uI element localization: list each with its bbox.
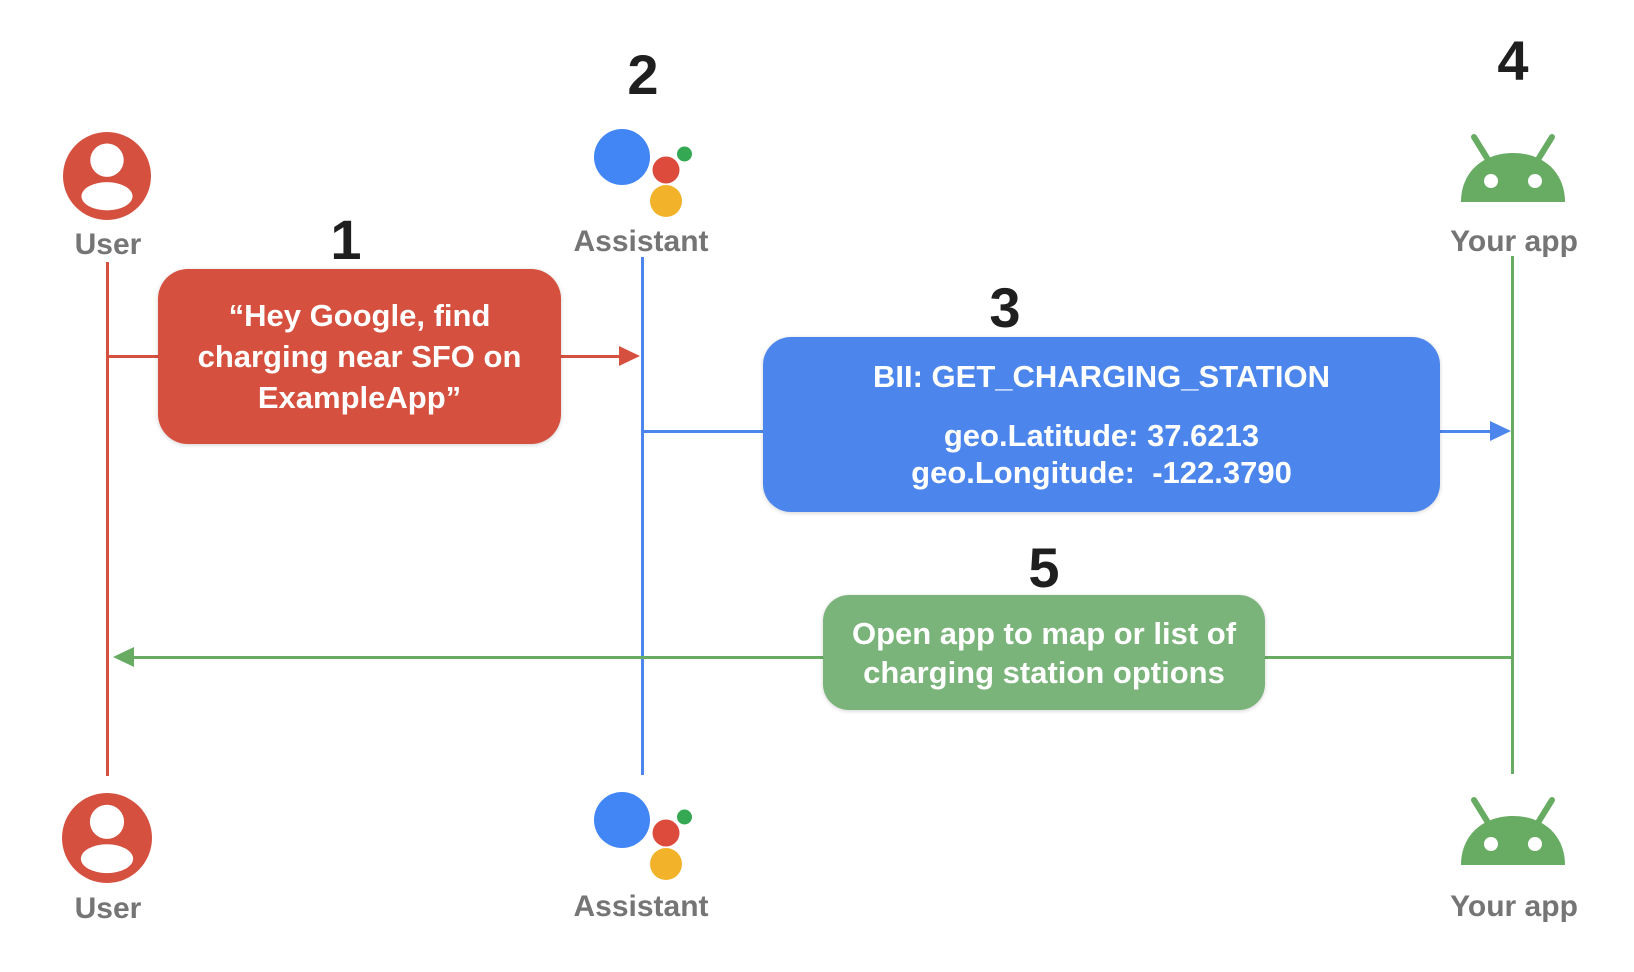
android-robot-icon	[1461, 797, 1565, 865]
assistant-to-bubble-line	[643, 430, 767, 433]
step-2-number: 2	[627, 43, 659, 106]
google-assistant-icon	[594, 129, 692, 217]
step-4-number: 4	[1497, 29, 1529, 92]
user-avatar-icon	[62, 793, 152, 883]
step-3-bii-bubble: BII: GET_CHARGING_STATION geo.Latitude: …	[763, 337, 1440, 512]
android-robot-icon	[1461, 134, 1565, 202]
app-label-top: Your app	[1450, 225, 1578, 258]
assistant-to-app-arrowhead-icon	[1490, 421, 1511, 441]
app-to-user-arrowhead-icon	[113, 647, 134, 667]
step-1-message-line: charging near SFO on	[197, 339, 522, 374]
user-avatar-icon	[63, 132, 151, 220]
app-lifeline	[1511, 256, 1514, 774]
bii-title: BII: GET_CHARGING_STATION	[873, 358, 1330, 394]
step-5-message-line: charging station options	[863, 654, 1225, 690]
assistant-label-top: Assistant	[573, 225, 709, 258]
bii-longitude-param: geo.Longitude: -122.3790	[911, 454, 1292, 490]
assistant-lifeline	[641, 257, 644, 775]
step-1-message-line: ExampleApp”	[257, 380, 462, 415]
google-assistant-icon	[594, 792, 692, 880]
step-5-message-line: Open app to map or list of	[851, 615, 1237, 651]
app-label-bottom: Your app	[1450, 890, 1578, 923]
step-3-number: 3	[989, 276, 1021, 339]
user-lifeline	[106, 262, 109, 776]
step-1-message-bubble: “Hey Google, find charging near SFO on E…	[158, 269, 561, 444]
step-1-number: 1	[330, 208, 362, 271]
step-5-message-bubble: Open app to map or list of charging stat…	[823, 595, 1265, 710]
bii-latitude-param: geo.Latitude: 37.6213	[943, 417, 1260, 453]
user-label-top: User	[74, 228, 142, 261]
assistant-label-bottom: Assistant	[573, 890, 709, 923]
user-label-bottom: User	[74, 892, 142, 925]
step-1-message-line: “Hey Google, find	[228, 298, 491, 333]
user-to-assistant-arrowhead-icon	[619, 346, 640, 366]
step-5-number: 5	[1028, 536, 1060, 599]
bubble-to-app-line	[1438, 430, 1492, 433]
